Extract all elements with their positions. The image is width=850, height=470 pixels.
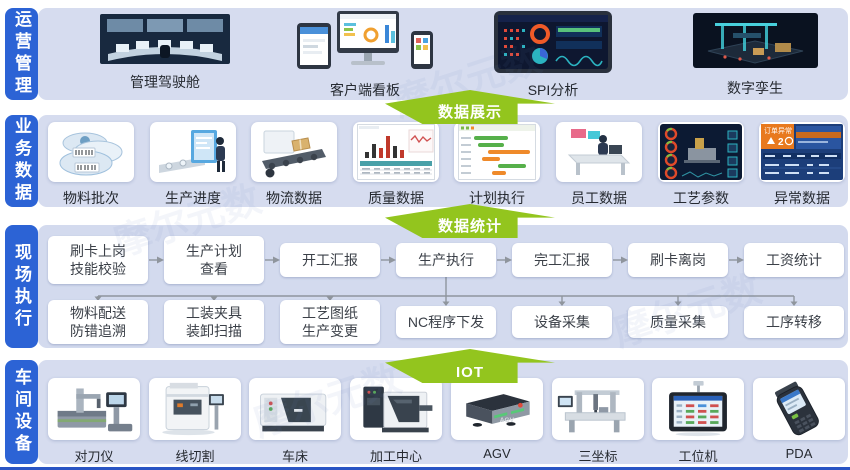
item-label: 三坐标	[578, 449, 618, 464]
card-material-batch	[48, 122, 134, 182]
item-label: 物流数据	[266, 190, 322, 206]
item-label: 管理驾驶舱	[130, 74, 200, 90]
flow-step-card-check-in: 刷卡上岗 技能校验	[48, 236, 148, 284]
flow-connectors	[94, 256, 798, 306]
cmm-machine-icon	[557, 390, 626, 433]
bottom-accent-line	[0, 467, 850, 470]
alert-screen-title-text: 订单异常	[764, 126, 792, 135]
conveyor-box-icon	[262, 130, 326, 178]
employee-desk-icon	[567, 129, 631, 175]
client-dashboard-devices-image	[297, 11, 433, 69]
band-label-business-data: 业务数据	[5, 115, 38, 207]
card-agv: AGV	[451, 378, 543, 440]
digital-twin-3d-image	[693, 13, 818, 68]
flow-step-wage-statistics: 工资统计	[744, 243, 844, 277]
item-label: 异常数据	[774, 190, 830, 206]
item-label: 数字孪生	[727, 80, 783, 96]
item-label: 物料批次	[63, 190, 119, 206]
flow-step-material-delivery: 物料配送 防错追溯	[48, 300, 148, 344]
item-label: 工艺参数	[673, 190, 729, 206]
flow-step-nc-program: NC程序下发	[396, 306, 496, 338]
flow-step-card-check-out: 刷卡离岗	[628, 243, 728, 277]
control-room-image	[100, 14, 230, 64]
item-label: 对刀仪	[74, 449, 114, 464]
item-label: 员工数据	[571, 190, 627, 206]
card-process-parameters	[658, 122, 744, 182]
data-statistics-arrow-label: 数据统计	[437, 218, 502, 235]
lathe-machine-icon	[260, 393, 327, 432]
card-logistics-data	[251, 122, 337, 182]
data-display-arrow-label: 数据展示	[437, 104, 502, 121]
abnormal-alert-screen-icon: 订单异常 2	[761, 124, 843, 180]
process-gauges-dashboard-icon	[660, 124, 742, 180]
agv-robot-icon: AGV	[466, 394, 530, 427]
quality-bar-chart-icon	[357, 124, 435, 180]
card-machining-center	[350, 378, 442, 440]
flow-step-fixture-scan: 工装夹具 装卸扫描	[164, 300, 264, 344]
item-label: AGV	[483, 446, 511, 461]
alert-screen-count-text: 2	[778, 137, 784, 148]
item-label: 质量数据	[368, 190, 424, 206]
band-label-operations: 运营管理	[5, 8, 38, 100]
spi-analysis-dashboard-image	[494, 11, 612, 73]
flow-step-completion-report: 完工汇报	[512, 243, 612, 277]
station-terminal-icon	[669, 381, 727, 437]
item-label: 客户端看板	[330, 82, 400, 98]
card-plan-execution	[454, 122, 540, 182]
flow-step-production-execution: 生产执行	[396, 243, 496, 277]
tool-presetter-icon	[57, 388, 133, 432]
item-label: 线切割	[175, 449, 215, 464]
band-label-workshop-equipment-text: 车间设备	[12, 368, 31, 456]
item-label: SPI分析	[527, 82, 579, 98]
gantt-chart-icon	[458, 124, 536, 180]
card-lathe	[249, 378, 341, 440]
band-label-business-data-text: 业务数据	[12, 117, 31, 205]
item-label: 计划执行	[469, 190, 525, 206]
band-label-workshop-equipment: 车间设备	[5, 360, 38, 464]
card-abnormal-data: 订单异常 2	[759, 122, 845, 182]
item-label: PDA	[785, 446, 813, 461]
card-station-terminal	[652, 378, 744, 440]
item-label: 工位机	[678, 449, 718, 464]
card-quality-data	[353, 122, 439, 182]
agv-device-label-text: AGV	[500, 417, 515, 424]
flow-step-start-report: 开工汇报	[280, 243, 380, 277]
card-cmm	[552, 378, 644, 440]
card-pda	[753, 378, 845, 440]
band-label-field-execution-text: 现场执行	[12, 242, 31, 331]
card-employee-data	[556, 122, 642, 182]
wire-edm-machine-icon	[162, 382, 224, 436]
card-wire-edm	[149, 378, 241, 440]
band-label-operations-text: 运营管理	[12, 10, 31, 98]
item-label: 生产进度	[165, 190, 221, 206]
item-label: 加工中心	[369, 449, 423, 464]
barcode-discs-icon	[59, 132, 123, 176]
worker-progress-board-icon	[159, 130, 225, 173]
flow-step-process-transfer: 工序转移	[744, 306, 844, 338]
iot-arrow-label: IOT	[456, 364, 484, 381]
flow-step-quality-collection: 质量采集	[628, 306, 728, 338]
card-production-progress	[150, 122, 236, 182]
machining-center-icon	[363, 386, 433, 433]
pda-handheld-icon	[775, 381, 819, 436]
item-label: 车床	[281, 449, 309, 464]
flow-step-plan-view: 生产计划 查看	[164, 236, 264, 284]
card-tool-presetter	[48, 378, 140, 440]
flow-step-equipment-collection: 设备采集	[512, 306, 612, 338]
flow-step-drawing-change: 工艺图纸 生产变更	[280, 300, 380, 344]
band-label-field-execution: 现场执行	[5, 225, 38, 348]
